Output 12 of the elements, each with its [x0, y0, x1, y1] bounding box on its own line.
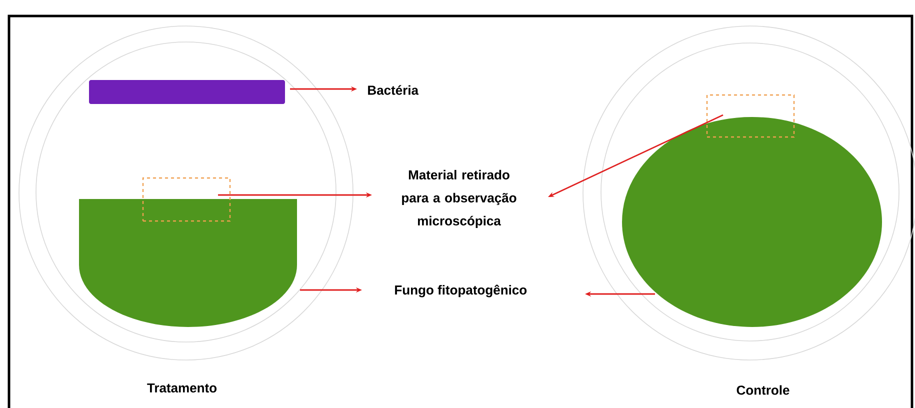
- dish-caption: Controle: [736, 385, 790, 395]
- petri-dish: [582, 26, 915, 360]
- label-text: Bactéria: [368, 85, 419, 95]
- dish-caption: Tratamento: [147, 383, 217, 393]
- label-text: Fungo fitopatogênico: [395, 284, 527, 298]
- bacteria-streak: [89, 80, 285, 104]
- sample-area: [706, 94, 795, 138]
- fungus-colony: [79, 199, 297, 327]
- petri-dish: [18, 26, 354, 360]
- sample-area: [142, 177, 231, 222]
- label-text: Material retirado para a observação microscópica: [402, 170, 516, 228]
- fungus-colony: [622, 117, 882, 327]
